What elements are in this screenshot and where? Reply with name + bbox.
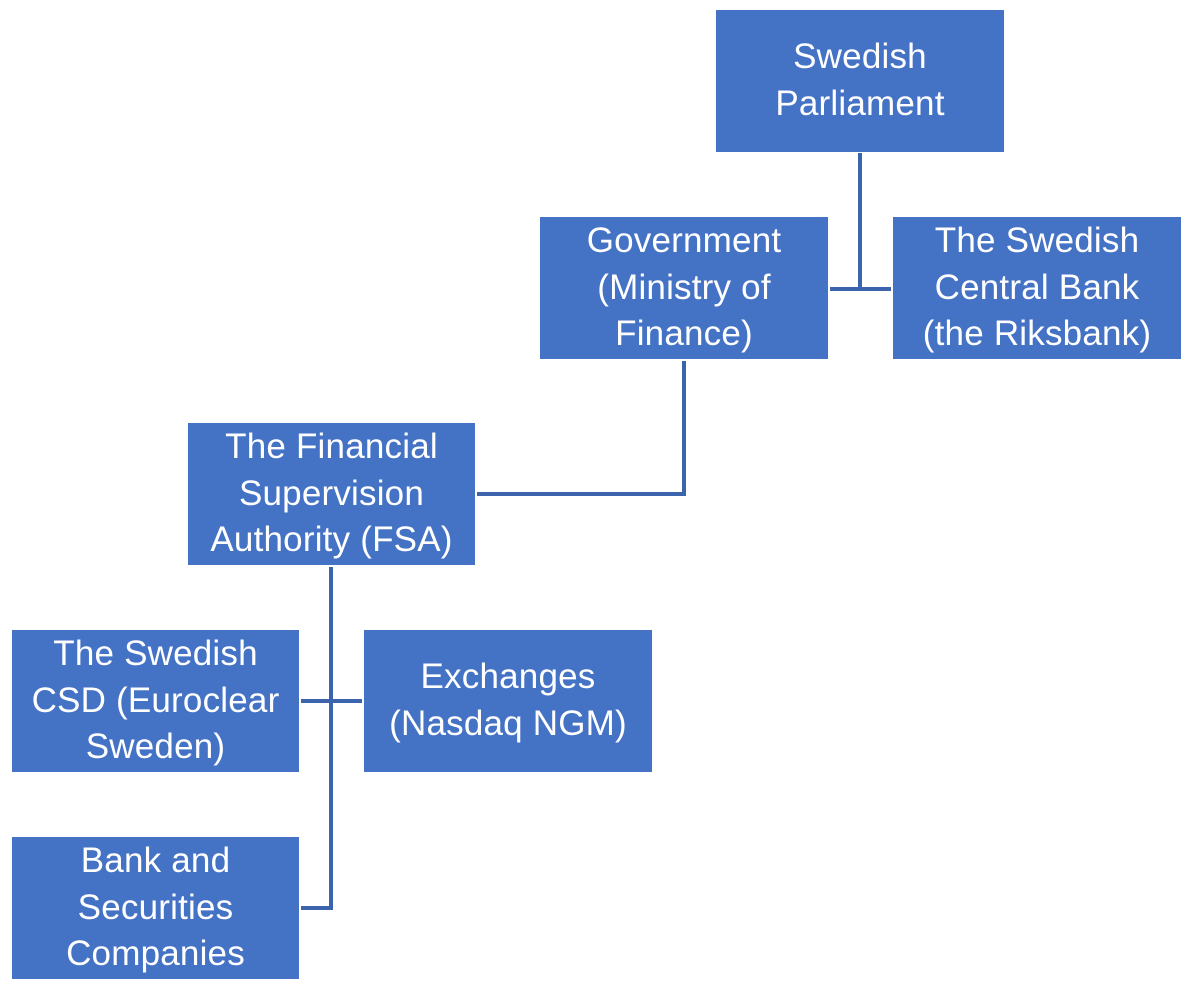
node-riksbank: The Swedish Central Bank (the Riksbank): [893, 217, 1181, 359]
node-swedish-parliament: Swedish Parliament: [716, 10, 1004, 152]
node-bank-securities-companies: Bank and Securities Companies: [12, 837, 299, 979]
node-government: Government (Ministry of Finance): [540, 217, 828, 359]
node-fsa: The Financial Supervision Authority (FSA…: [188, 423, 475, 565]
node-swedish-csd: The Swedish CSD (Euroclear Sweden): [12, 630, 299, 772]
connector-government-fsa: [477, 361, 686, 496]
node-exchanges: Exchanges (Nasdaq NGM): [364, 630, 652, 772]
